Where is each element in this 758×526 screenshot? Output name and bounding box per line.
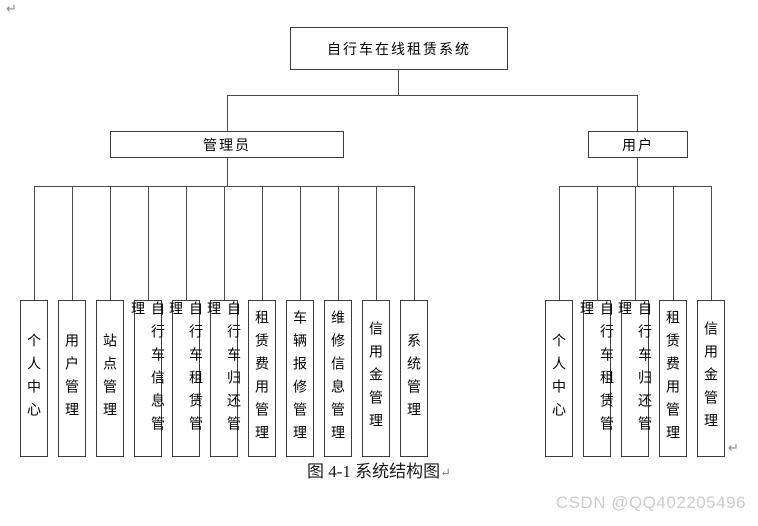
leaf-node: 车辆报修管理 — [286, 300, 314, 457]
paragraph-mark-icon: ↵ — [728, 441, 739, 456]
leaf-node-column: 自行车归还管理 — [617, 186, 653, 457]
connector-leaf-drop — [596, 186, 598, 300]
connector-leaf-drop — [109, 186, 111, 300]
leaf-node-label: 系统管理 — [406, 332, 422, 425]
leaf-node-column: 租赁费用管理 — [248, 186, 276, 457]
connector-leaf-drop — [375, 186, 377, 300]
connector-admin-bus-link — [227, 158, 228, 186]
leaf-node: 系统管理 — [400, 300, 428, 457]
connector-leaf-drop — [337, 186, 339, 300]
leaf-node-column: 用户管理 — [58, 186, 86, 457]
leaf-node: 自行车租赁管理 — [168, 300, 204, 457]
connector-leaf-drop — [261, 186, 263, 300]
leaf-node-label: 个人中心 — [551, 332, 567, 425]
leaf-node: 维修信息管理 — [324, 300, 352, 457]
connector-root-vertical — [398, 70, 399, 95]
paragraph-mark-icon: ↵ — [6, 2, 17, 17]
connector-user-drop — [637, 95, 638, 131]
leaf-node-label: 自行车归还管理 — [617, 301, 653, 439]
connector-level1-horizontal — [227, 95, 638, 96]
leaf-node: 用户管理 — [58, 300, 86, 457]
leaf-node: 自行车归还管理 — [617, 300, 653, 457]
connector-leaf-drop — [672, 186, 674, 300]
leaf-node-label: 租赁费用管理 — [665, 309, 681, 448]
leaf-node-column: 系统管理 — [400, 186, 428, 457]
leaf-node-column: 自行车信息管理 — [130, 186, 166, 457]
leaf-node: 自行车归还管理 — [206, 300, 242, 457]
leaf-node-column: 租赁费用管理 — [659, 186, 687, 457]
leaf-node-label: 维修信息管理 — [330, 309, 346, 448]
leaf-node: 个人中心 — [545, 300, 573, 457]
branch-node-admin: 管理员 — [110, 131, 344, 158]
leaf-node-label: 自行车租赁管理 — [168, 301, 204, 439]
leaf-node-column: 维修信息管理 — [324, 186, 352, 457]
leaf-node-label: 租赁费用管理 — [254, 309, 270, 448]
watermark-text: CSDN @QQ402205496 — [555, 493, 746, 512]
leaf-node-column: 自行车租赁管理 — [168, 186, 204, 457]
connector-leaf-drop — [413, 186, 415, 300]
branch-node-user: 用户 — [588, 131, 688, 158]
leaf-node-column: 自行车租赁管理 — [579, 186, 615, 457]
leaf-node-column: 个人中心 — [545, 186, 573, 457]
paragraph-mark-icon: ↵ — [440, 465, 452, 480]
leaf-node-column: 站点管理 — [96, 186, 124, 457]
leaf-node: 自行车租赁管理 — [579, 300, 615, 457]
connector-leaf-drop — [71, 186, 73, 300]
connector-user-bus-link — [637, 158, 638, 186]
leaf-node: 个人中心 — [20, 300, 48, 457]
branch-node-admin-label: 管理员 — [203, 136, 251, 153]
root-node: 自行车在线租赁系统 — [290, 27, 508, 70]
leaf-node-label: 信用金管理 — [368, 321, 384, 436]
connector-admin-bus — [34, 186, 414, 187]
leaf-node: 信用金管理 — [697, 300, 725, 457]
leaf-group-admin: 个人中心 用户管理 站点管理 自行车信息管理 自行车租赁管理 自行车归还管理 — [20, 186, 428, 457]
leaf-node: 自行车信息管理 — [130, 300, 166, 457]
leaf-node-label: 自行车归还管理 — [206, 301, 242, 439]
leaf-node-column: 自行车归还管理 — [206, 186, 242, 457]
leaf-node: 租赁费用管理 — [659, 300, 687, 457]
leaf-node-label: 站点管理 — [102, 332, 118, 425]
connector-leaf-drop — [710, 186, 712, 300]
leaf-node-column: 信用金管理 — [697, 186, 725, 457]
leaf-node: 租赁费用管理 — [248, 300, 276, 457]
leaf-node: 信用金管理 — [362, 300, 390, 457]
leaf-node-label: 自行车信息管理 — [130, 301, 166, 439]
leaf-node-label: 用户管理 — [64, 332, 80, 425]
branch-node-user-label: 用户 — [622, 136, 654, 153]
connector-admin-drop — [227, 95, 228, 131]
connector-leaf-drop — [185, 186, 187, 300]
connector-leaf-drop — [558, 186, 560, 300]
leaf-node-label: 个人中心 — [26, 332, 42, 425]
figure-caption-text: 图 4-1 系统结构图 — [306, 462, 441, 481]
connector-leaf-drop — [147, 186, 149, 300]
root-node-label: 自行车在线租赁系统 — [327, 40, 471, 57]
leaf-node-column: 个人中心 — [20, 186, 48, 457]
connector-user-bus — [559, 186, 711, 187]
connector-leaf-drop — [634, 186, 636, 300]
connector-leaf-drop — [33, 186, 35, 300]
leaf-node-label: 信用金管理 — [703, 321, 719, 436]
leaf-group-user: 个人中心 自行车租赁管理 自行车归还管理 租赁费用管理 信用金管理 — [545, 186, 725, 457]
leaf-node-column: 信用金管理 — [362, 186, 390, 457]
leaf-node-label: 自行车租赁管理 — [579, 301, 615, 439]
leaf-node: 站点管理 — [96, 300, 124, 457]
leaf-node-column: 车辆报修管理 — [286, 186, 314, 457]
figure-caption: 图 4-1 系统结构图↵ — [0, 457, 758, 482]
leaf-node-label: 车辆报修管理 — [292, 309, 308, 448]
connector-leaf-drop — [299, 186, 301, 300]
connector-leaf-drop — [223, 186, 225, 300]
